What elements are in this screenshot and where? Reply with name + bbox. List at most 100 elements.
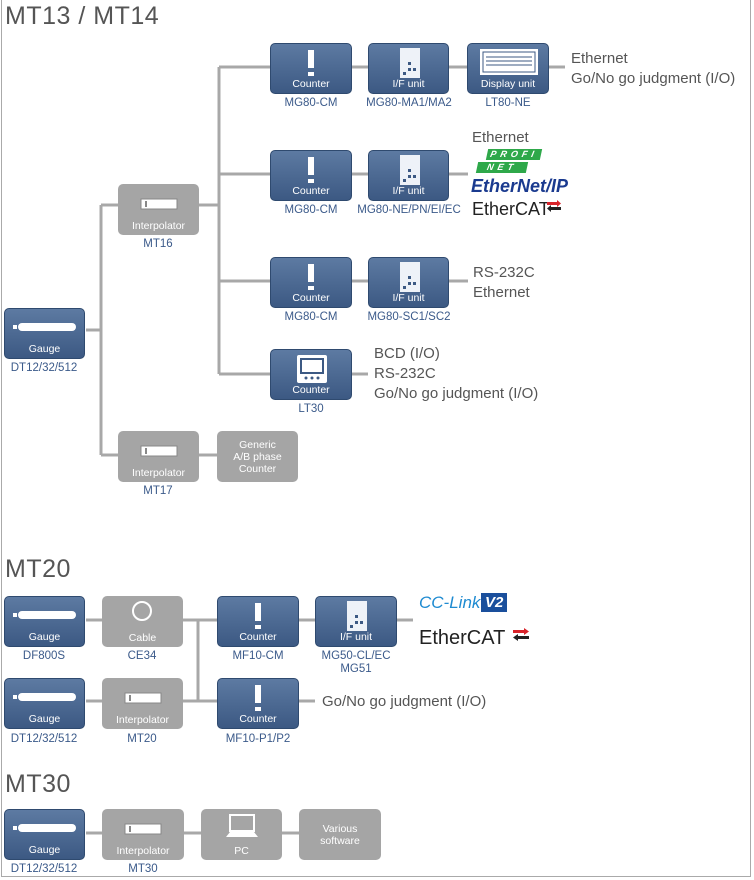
- mt20-model: MT20: [127, 733, 157, 745]
- row4-output-2: RS-232C: [374, 365, 436, 382]
- if-unit-label: I/F unit: [392, 185, 425, 197]
- counter-display-icon: [297, 355, 327, 383]
- ethercat-logo-row2: EtherCAT: [472, 199, 562, 225]
- gauge-model: DT12/32/512: [10, 362, 78, 374]
- ethercat-arrows-icon: [513, 628, 529, 641]
- counter-label: Counter: [292, 185, 330, 197]
- counter-lt30-box: Counter: [270, 349, 352, 400]
- interpolator-icon: [140, 198, 178, 210]
- counter-label: Counter: [239, 631, 277, 643]
- counter-box-row1: Counter: [270, 43, 352, 94]
- counter-icon: [308, 264, 314, 290]
- gauge-label: Gauge: [28, 713, 61, 725]
- section-title-mt13: MT13 / MT14: [5, 2, 160, 30]
- display-unit-box: Display unit: [467, 43, 549, 94]
- interpolator-label: Interpolator: [116, 845, 170, 857]
- lt80-ne-model: LT80-NE: [485, 97, 531, 109]
- row1-output-2: Go/No go judgment (I/O): [571, 70, 736, 87]
- mt17-model: MT17: [143, 485, 173, 497]
- interpolator-icon: [124, 692, 162, 704]
- section-title-mt30: MT30: [5, 770, 71, 798]
- mg80-sc-model: MG80-SC1/SC2: [367, 311, 451, 323]
- if-unit-icon: [400, 262, 420, 292]
- ethercat-arrows-icon: [547, 200, 561, 212]
- row1-outputs: Ethernet Go/No go judgment (I/O): [571, 49, 735, 89]
- counter-icon: [308, 50, 314, 76]
- df800s-model: DF800S: [22, 650, 66, 662]
- cclink-text: CC-Link: [419, 593, 481, 612]
- counter-box-row3: Counter: [270, 257, 352, 308]
- cclink-version: V2: [481, 593, 508, 612]
- gauge-label: Gauge: [28, 844, 61, 856]
- row3-output-2: Ethernet: [473, 284, 530, 301]
- pc-box: PC: [201, 809, 282, 860]
- mg80-ma-model: MG80-MA1/MA2: [366, 97, 452, 109]
- various-software-label: Various software: [320, 822, 360, 847]
- ethernetip-logo: EtherNet/IP: [471, 176, 569, 196]
- gauge-box: Gauge: [4, 308, 85, 359]
- gauge-mt20-box: Gauge: [4, 678, 85, 729]
- if-unit-mg50-box: I/F unit: [315, 596, 397, 647]
- mf10-p-model: MF10-P1/P2: [225, 733, 291, 745]
- cable-box: Cable: [102, 596, 183, 647]
- counter-mf10-p-box: Counter: [217, 678, 299, 729]
- interpolator-label: Interpolator: [131, 467, 186, 479]
- row4-outputs: BCD (I/O) RS-232C Go/No go judgment (I/O…: [374, 344, 538, 404]
- display-unit-icon: [480, 49, 538, 75]
- mt30-gauge-model: DT12/32/512: [10, 863, 78, 875]
- if-unit-box-row2: I/F unit: [368, 150, 449, 201]
- row4-output-1: BCD (I/O): [374, 345, 440, 362]
- interpolator-label: Interpolator: [115, 714, 170, 726]
- counter-mf10-cm-box: Counter: [217, 596, 299, 647]
- interpolator-mt20-box: Interpolator: [102, 678, 183, 729]
- mg80-cm-model: MG80-CM: [284, 311, 338, 323]
- row3-output-1: RS-232C: [473, 264, 535, 281]
- row2-output-ethernet: Ethernet: [472, 129, 529, 146]
- mg80-ne-model: MG80-NE/PN/EI/EC: [357, 204, 461, 216]
- counter-icon: [255, 603, 261, 629]
- generic-counter-box: Generic A/B phase Counter: [217, 431, 298, 482]
- mt30-model: MT30: [128, 863, 158, 875]
- interpolator-mt17-box: Interpolator: [118, 431, 199, 482]
- gauge-icon: [13, 323, 76, 331]
- row4-output-3: Go/No go judgment (I/O): [374, 385, 539, 402]
- if-unit-label: I/F unit: [339, 631, 373, 643]
- gauge-label: Gauge: [28, 343, 61, 355]
- ethercat-logo-mt20: EtherCAT: [419, 627, 534, 653]
- interpolator-mt16-box: Interpolator: [118, 184, 199, 235]
- counter-icon: [308, 157, 314, 183]
- counter-label: Counter: [292, 78, 330, 90]
- counter-label: Counter: [292, 292, 330, 304]
- gauge-icon: [13, 824, 76, 832]
- display-unit-label: Display unit: [480, 78, 536, 90]
- if-unit-label: I/F unit: [392, 292, 425, 304]
- cable-icon: [132, 601, 152, 621]
- if-unit-icon: [400, 48, 420, 78]
- mt16-model: MT16: [143, 238, 173, 250]
- row3-outputs: RS-232C Ethernet: [473, 263, 535, 303]
- gauge-label: Gauge: [28, 631, 61, 643]
- profinet-bottom: NET: [475, 162, 529, 173]
- interpolator-mt30-box: Interpolator: [102, 809, 184, 860]
- profinet-top: PROFI: [485, 149, 543, 160]
- section-title-mt20: MT20: [5, 555, 71, 583]
- cclink-logo: CC-Link V2: [419, 593, 515, 615]
- interpolator-label: Interpolator: [131, 220, 186, 232]
- counter-label: Counter: [239, 713, 277, 725]
- mt20-gauge-model: DT12/32/512: [10, 733, 78, 745]
- if-unit-icon: [347, 601, 367, 631]
- if-unit-label: I/F unit: [392, 78, 425, 90]
- ethercat-text: EtherCAT: [472, 199, 550, 219]
- ce34-model: CE34: [127, 650, 157, 662]
- pc-label: PC: [234, 845, 249, 857]
- cable-label: Cable: [128, 632, 157, 644]
- mt20-row2-output: Go/No go judgment (I/O): [322, 693, 487, 710]
- gauge-icon: [13, 693, 76, 701]
- laptop-icon: [226, 814, 258, 837]
- counter-icon: [255, 685, 261, 711]
- profinet-logo: PROFI NET: [475, 149, 543, 173]
- counter-box-row2: Counter: [270, 150, 352, 201]
- various-software-box: Various software: [299, 809, 381, 860]
